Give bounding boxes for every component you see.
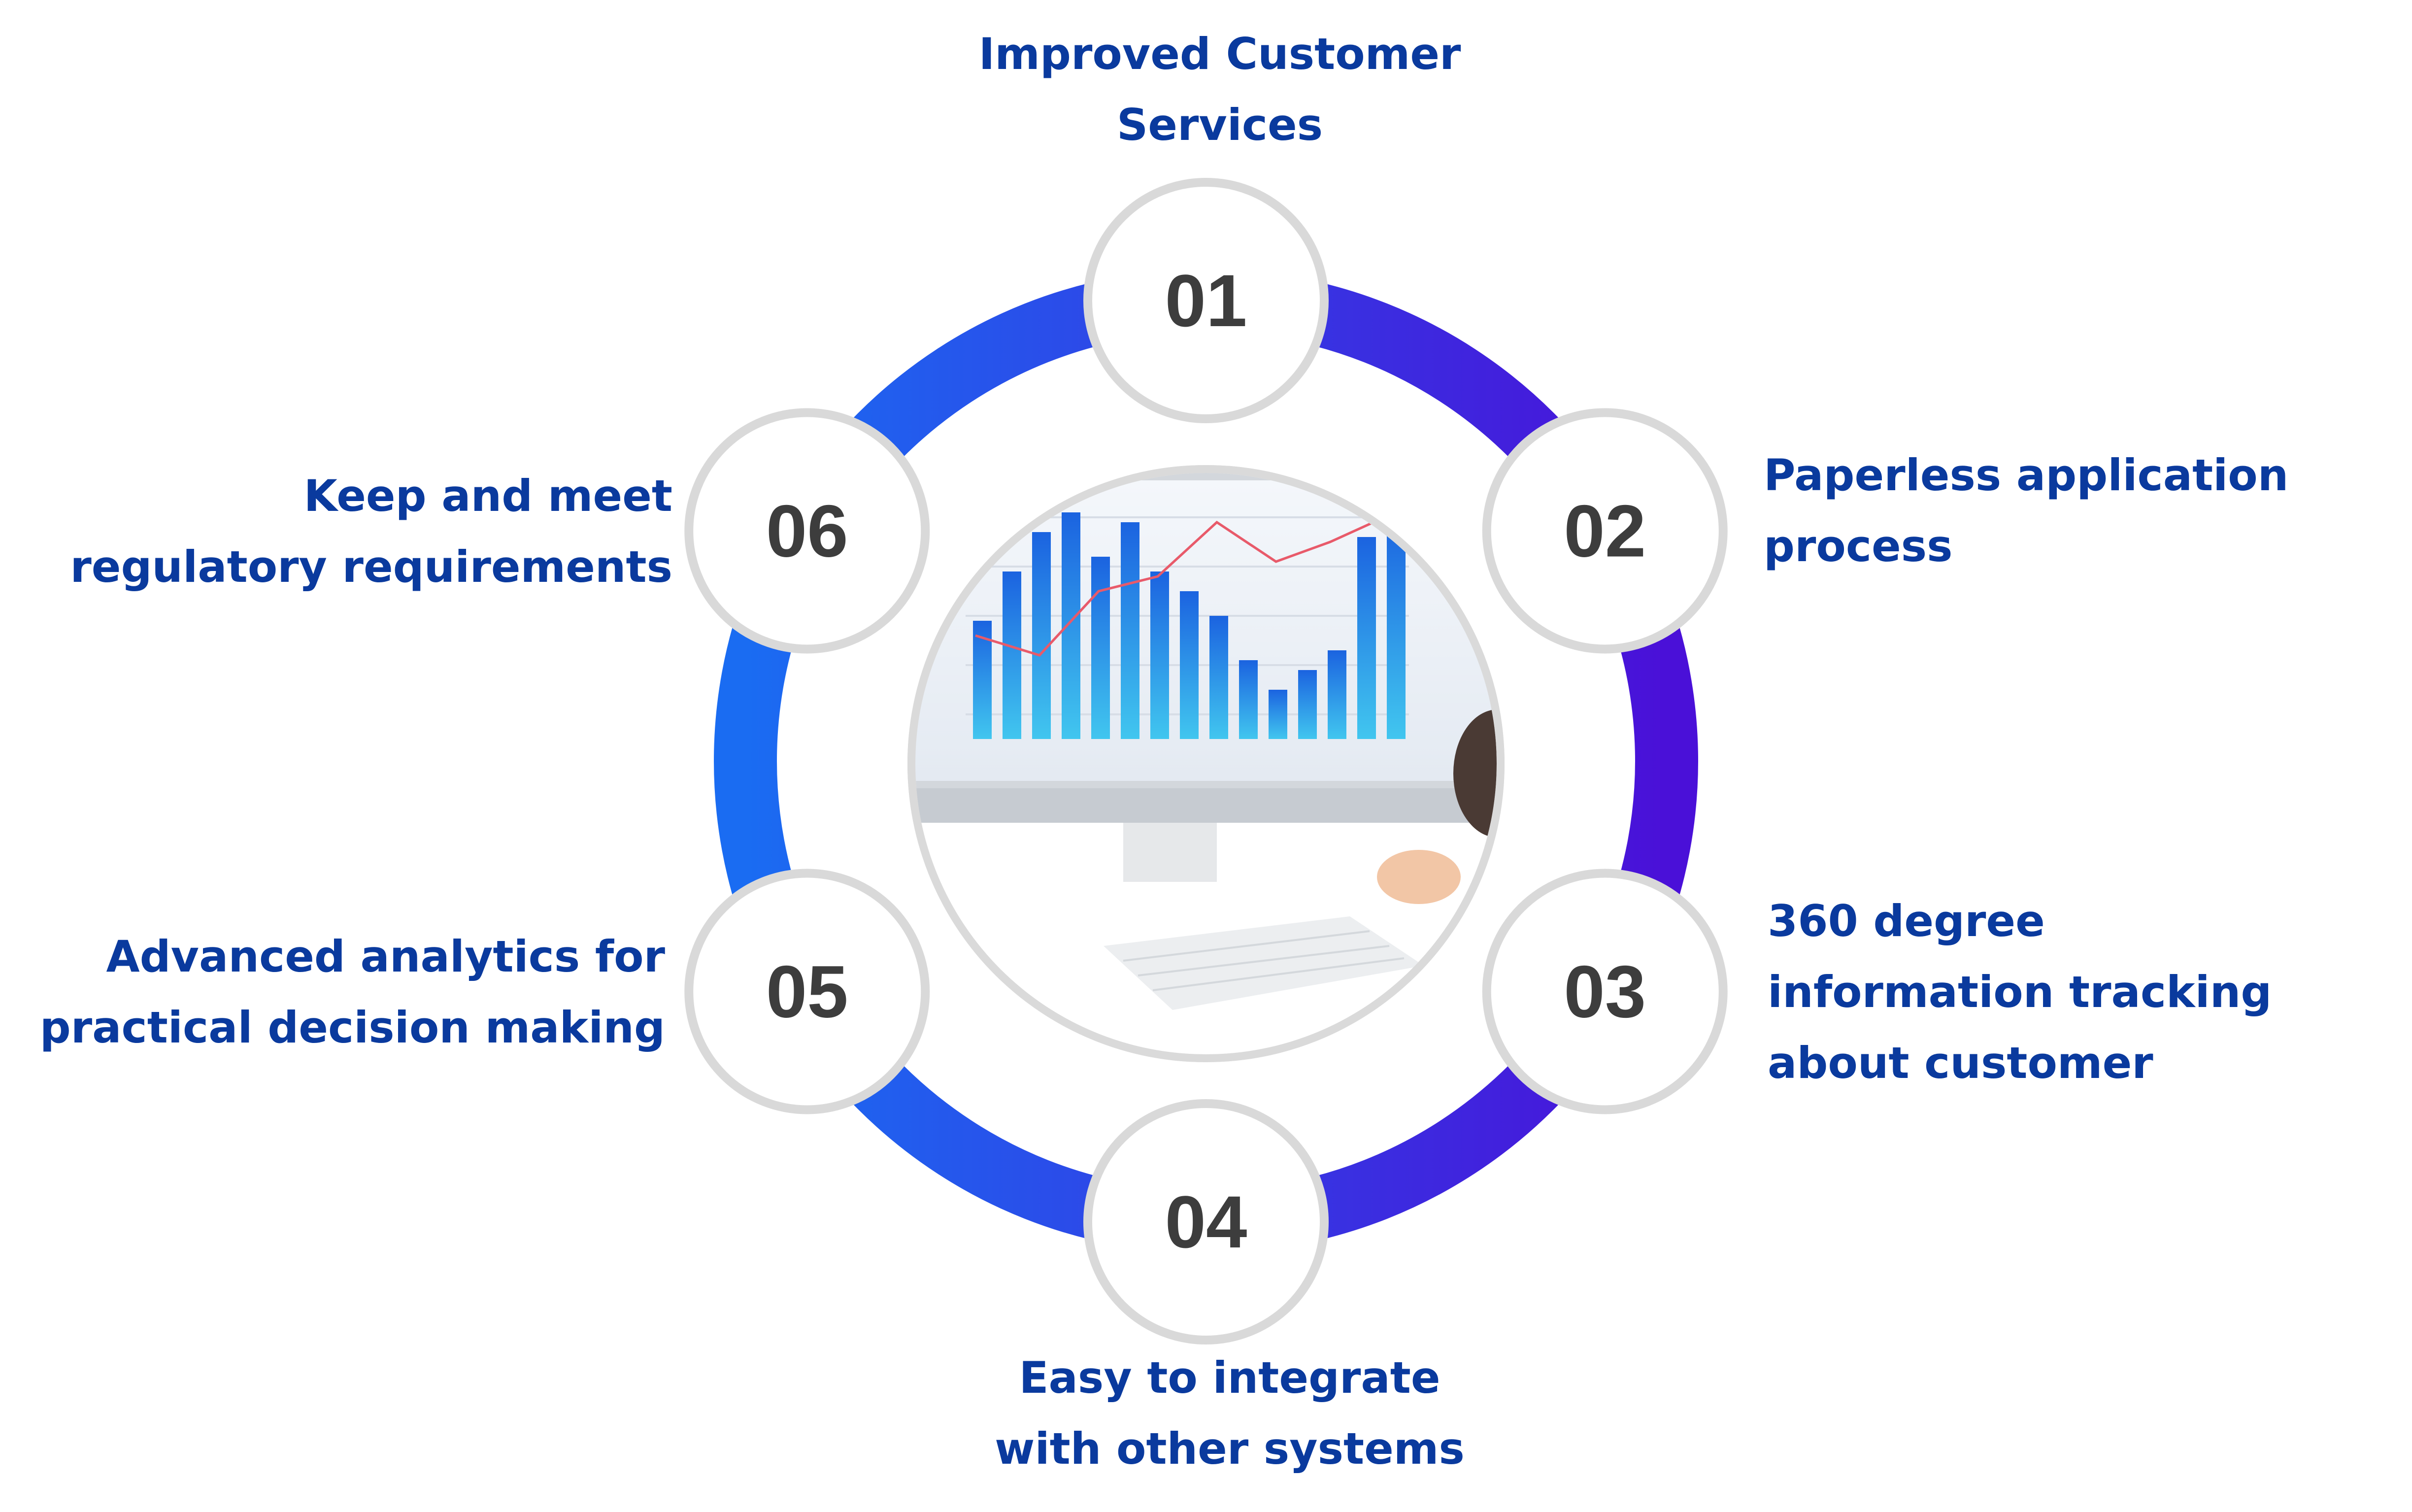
step-5-line-2: practical decision making	[39, 1002, 665, 1053]
step-6-number: 06	[766, 490, 848, 572]
step-1-line-2: Services	[1116, 100, 1323, 150]
step-3-line-2: information tracking	[1768, 967, 2272, 1017]
step-4-line-1: Easy to integrate	[1019, 1352, 1440, 1403]
step-3-badge-circle	[1482, 869, 1728, 1114]
step-1-badge-circle	[1083, 178, 1329, 423]
step-3-line-3: about customer	[1768, 1038, 2153, 1088]
step-6-line-2: regulatory requirements	[70, 541, 672, 592]
step-4-number: 04	[1165, 1180, 1247, 1263]
step-3-badge: 03	[1482, 869, 1728, 1114]
step-5-badge-circle	[684, 869, 930, 1114]
step-4-badge: 04	[1083, 1099, 1329, 1344]
step-1-badge: 01	[1083, 178, 1329, 423]
step-1-number: 01	[1165, 259, 1247, 342]
step-2-line-2: process	[1764, 521, 1953, 571]
step-3-number: 03	[1564, 950, 1646, 1033]
step-2-number: 02	[1564, 490, 1646, 572]
step-2-label: Paperless application process	[1764, 440, 2288, 582]
step-3-line-1: 360 degree	[1768, 896, 2045, 946]
step-2-badge-circle	[1482, 408, 1728, 654]
step-1-line-1: Improved Customer	[978, 29, 1461, 79]
step-4-label: Easy to integrate with other systems	[934, 1343, 1525, 1484]
step-4-line-2: with other systems	[995, 1423, 1465, 1474]
step-6-badge: 06	[684, 408, 930, 654]
step-6-line-1: Keep and meet	[303, 470, 672, 521]
step-5-badge: 05	[684, 869, 930, 1114]
center-photo	[907, 465, 1505, 1062]
step-1-label: Improved Customer Services	[926, 19, 1513, 161]
step-6-badge-circle	[684, 408, 930, 654]
step-5-label: Advanced analytics for practical decisio…	[15, 921, 665, 1063]
step-2-badge: 02	[1482, 408, 1728, 654]
step-2-line-1: Paperless application	[1764, 450, 2289, 501]
step-5-number: 05	[766, 950, 848, 1033]
step-6-label: Keep and meet regulatory requirements	[49, 461, 672, 603]
step-3-label: 360 degree information tracking about cu…	[1768, 886, 2272, 1099]
step-5-line-1: Advanced analytics for	[106, 931, 665, 982]
step-4-badge-circle	[1083, 1099, 1329, 1344]
